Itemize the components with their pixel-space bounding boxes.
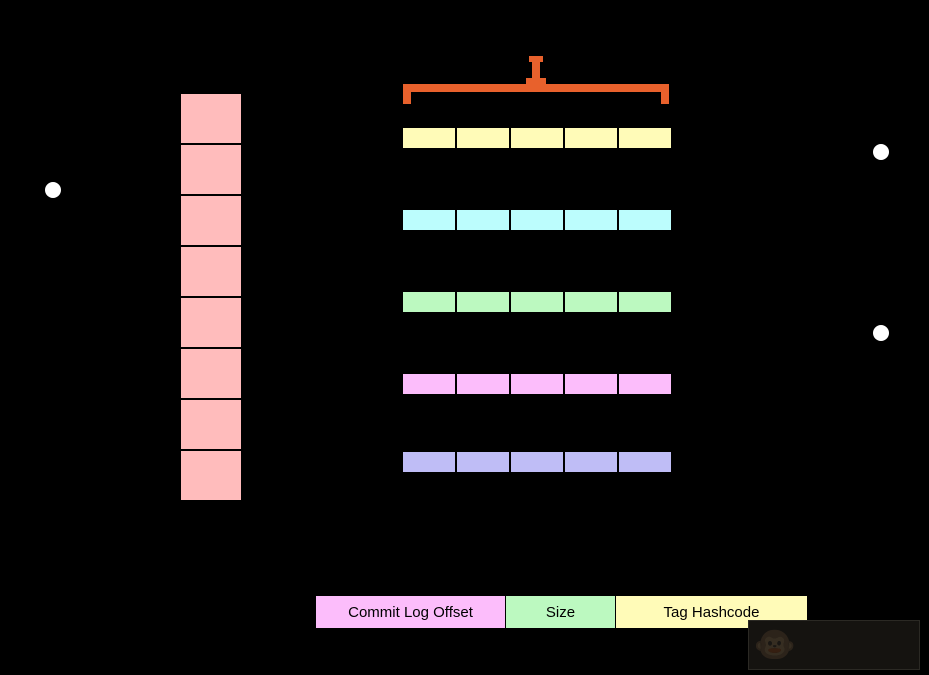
segment-cell <box>511 452 565 472</box>
segment-cell <box>619 374 671 394</box>
segment-cell <box>619 210 671 230</box>
commit-log-bracket <box>403 56 669 104</box>
segment-row-size <box>403 292 671 312</box>
segment-row-lavender <box>403 452 671 472</box>
legend-item-commit-log-offset: Commit Log Offset <box>316 596 506 628</box>
index-cell <box>181 451 241 500</box>
bracket-stem-foot <box>526 78 546 88</box>
marker-right-bottom <box>873 325 889 341</box>
segment-cell <box>565 452 619 472</box>
bracket-tick-right <box>661 84 669 104</box>
segment-cell <box>403 374 457 394</box>
bracket-stem <box>532 56 540 88</box>
marker-left <box>45 182 61 198</box>
index-cell <box>181 145 241 196</box>
segment-cell <box>511 210 565 230</box>
segment-cell <box>403 128 457 148</box>
segment-row-cyan <box>403 210 671 230</box>
segment-cell <box>457 128 511 148</box>
monkey-sunglasses-icon: 🐵 <box>753 626 797 664</box>
segment-cell <box>511 292 565 312</box>
segment-row-tag-hashcode <box>403 128 671 148</box>
segment-cell <box>619 292 671 312</box>
marker-right-top <box>873 144 889 160</box>
bracket-bar <box>403 84 669 92</box>
segment-cell <box>565 210 619 230</box>
bracket-tick-left <box>403 84 411 104</box>
segment-cell <box>403 292 457 312</box>
index-file-column <box>181 94 241 500</box>
segment-cell <box>457 210 511 230</box>
segment-cell <box>565 128 619 148</box>
legend-item-size: Size <box>506 596 616 628</box>
segment-cell <box>457 374 511 394</box>
segment-cell <box>619 452 671 472</box>
index-cell <box>181 400 241 451</box>
index-cell <box>181 298 241 349</box>
index-cell <box>181 349 241 400</box>
webcam-overlay[interactable]: 🐵 <box>748 620 920 670</box>
segment-cell <box>511 128 565 148</box>
index-cell <box>181 196 241 247</box>
segment-cell <box>619 128 671 148</box>
segment-cell <box>565 292 619 312</box>
segment-cell <box>565 374 619 394</box>
segment-cell <box>457 292 511 312</box>
segment-cell <box>403 452 457 472</box>
segment-cell <box>511 374 565 394</box>
index-cell <box>181 247 241 298</box>
segment-row-commit-log-offset <box>403 374 671 394</box>
segment-cell <box>457 452 511 472</box>
segment-cell <box>403 210 457 230</box>
index-cell <box>181 94 241 145</box>
